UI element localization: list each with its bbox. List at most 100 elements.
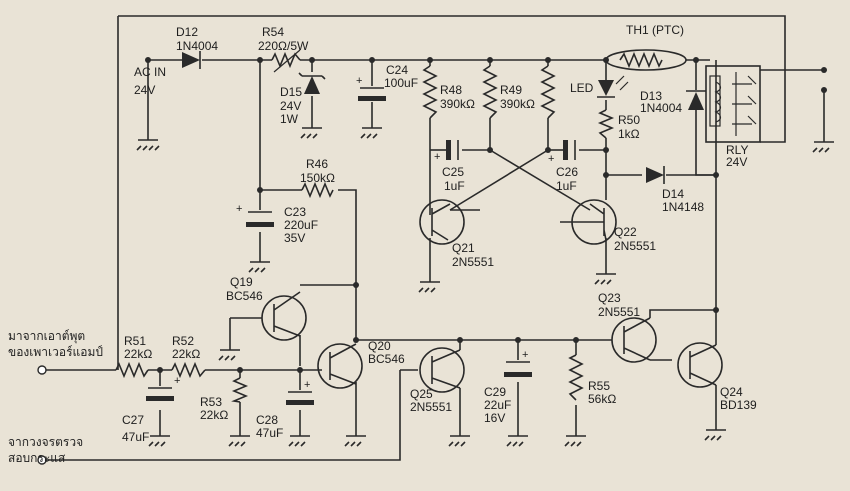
svg-text:TH1 (PTC): TH1 (PTC) xyxy=(626,23,684,37)
svg-text:+: + xyxy=(304,379,310,391)
svg-text:Q23: Q23 xyxy=(598,291,621,305)
svg-text:24V: 24V xyxy=(134,83,155,97)
resistor-r53 xyxy=(231,377,249,403)
svg-text:BD139: BD139 xyxy=(720,398,757,412)
capacitor-c24 xyxy=(358,87,386,101)
svg-text:+: + xyxy=(434,151,440,163)
polarity-marks: ++ ++ +++ xyxy=(174,75,554,391)
svg-text:1W: 1W xyxy=(280,112,299,126)
resistor-r51 xyxy=(115,361,149,379)
svg-text:Q19: Q19 xyxy=(230,275,253,289)
transistor-q20 xyxy=(317,343,363,389)
svg-text:2N5551: 2N5551 xyxy=(614,239,656,253)
svg-text:1uF: 1uF xyxy=(556,179,577,193)
svg-text:56kΩ: 56kΩ xyxy=(588,392,616,406)
svg-text:1N4004: 1N4004 xyxy=(176,39,218,53)
svg-text:1kΩ: 1kΩ xyxy=(618,127,640,141)
svg-text:2N5551: 2N5551 xyxy=(452,255,494,269)
svg-text:D12: D12 xyxy=(176,25,198,39)
resistor-r54 xyxy=(271,49,301,73)
svg-text:C25: C25 xyxy=(442,165,464,179)
svg-text:D13: D13 xyxy=(640,89,662,103)
resistor-r52 xyxy=(171,361,206,379)
svg-text:AC IN: AC IN xyxy=(134,65,166,79)
svg-text:จากวงจรตรวจ: จากวงจรตรวจ xyxy=(8,435,83,449)
svg-text:+: + xyxy=(236,203,242,215)
capacitor-c27 xyxy=(146,387,174,401)
svg-text:LED: LED xyxy=(570,81,594,95)
svg-text:47uF: 47uF xyxy=(122,430,149,444)
svg-text:C28: C28 xyxy=(256,413,278,427)
transistor-q23 xyxy=(611,317,657,363)
thermistor-th1 xyxy=(605,49,687,71)
svg-text:R49: R49 xyxy=(500,83,522,97)
svg-text:35V: 35V xyxy=(284,231,305,245)
svg-text:22uF: 22uF xyxy=(484,398,511,412)
capacitor-c25 xyxy=(446,140,459,160)
svg-text:24V: 24V xyxy=(280,99,301,113)
capacitor-c28 xyxy=(286,391,314,405)
transistor-q25 xyxy=(419,347,465,393)
svg-text:Q20: Q20 xyxy=(368,339,391,353)
resistor-r48 xyxy=(422,65,438,119)
svg-text:C23: C23 xyxy=(284,205,306,219)
svg-text:R55: R55 xyxy=(588,379,610,393)
svg-text:R51: R51 xyxy=(124,334,146,348)
svg-text:C24: C24 xyxy=(386,63,408,77)
svg-text:R50: R50 xyxy=(618,113,640,127)
input-terminal-detector xyxy=(37,455,47,465)
svg-text:C29: C29 xyxy=(484,385,506,399)
junction-dots xyxy=(157,57,827,373)
svg-text:D15: D15 xyxy=(280,85,302,99)
svg-text:220Ω/5W: 220Ω/5W xyxy=(258,39,309,53)
svg-text:1N4004: 1N4004 xyxy=(640,101,682,115)
svg-text:47uF: 47uF xyxy=(256,426,283,440)
svg-text:22kΩ: 22kΩ xyxy=(200,408,228,422)
svg-text:+: + xyxy=(548,153,554,165)
svg-text:Q21: Q21 xyxy=(452,241,475,255)
svg-text:R53: R53 xyxy=(200,395,222,409)
resistor-r49 xyxy=(482,65,498,119)
svg-text:RLY: RLY xyxy=(726,143,748,157)
svg-text:C27: C27 xyxy=(122,413,144,427)
transistor-q21 xyxy=(419,199,480,245)
svg-text:D14: D14 xyxy=(662,187,684,201)
diode-d13 xyxy=(686,90,706,110)
transistor-q19 xyxy=(261,291,307,341)
led-indicator xyxy=(597,75,629,98)
svg-text:1N4148: 1N4148 xyxy=(662,200,704,214)
resistor-r50 xyxy=(597,109,615,139)
svg-text:R46: R46 xyxy=(306,157,328,171)
capacitor-c23 xyxy=(246,211,274,227)
svg-text:Q22: Q22 xyxy=(614,225,637,239)
svg-text:24V: 24V xyxy=(726,155,747,169)
resistor-r49b xyxy=(540,65,556,119)
svg-text:R52: R52 xyxy=(172,334,194,348)
svg-text:C26: C26 xyxy=(556,165,578,179)
capacitor-c26 xyxy=(563,140,576,160)
ac-in-terminal xyxy=(145,57,151,63)
svg-text:R48: R48 xyxy=(440,83,462,97)
svg-text:BC546: BC546 xyxy=(368,352,405,366)
svg-text:R54: R54 xyxy=(262,25,284,39)
input-terminal-amp xyxy=(37,365,47,375)
svg-text:+: + xyxy=(174,375,180,387)
ground-symbols xyxy=(136,127,834,447)
relay-rly xyxy=(705,65,761,143)
svg-text:มาจากเอาต์พุต: มาจากเอาต์พุต xyxy=(8,329,85,344)
svg-text:+: + xyxy=(522,349,528,361)
svg-text:16V: 16V xyxy=(484,411,505,425)
transistor-q22 xyxy=(560,199,617,245)
resistor-r46 xyxy=(301,181,334,199)
wiring xyxy=(46,15,825,461)
svg-text:150kΩ: 150kΩ xyxy=(300,171,335,185)
svg-text:Q25: Q25 xyxy=(410,387,433,401)
svg-text:22kΩ: 22kΩ xyxy=(124,347,152,361)
svg-text:Q24: Q24 xyxy=(720,385,743,399)
svg-text:22kΩ: 22kΩ xyxy=(172,347,200,361)
diode-d14 xyxy=(646,166,665,184)
svg-text:ของเพาเวอร์แอมป์: ของเพาเวอร์แอมป์ xyxy=(8,345,103,359)
svg-text:390kΩ: 390kΩ xyxy=(440,97,475,111)
svg-text:220uF: 220uF xyxy=(284,218,318,232)
